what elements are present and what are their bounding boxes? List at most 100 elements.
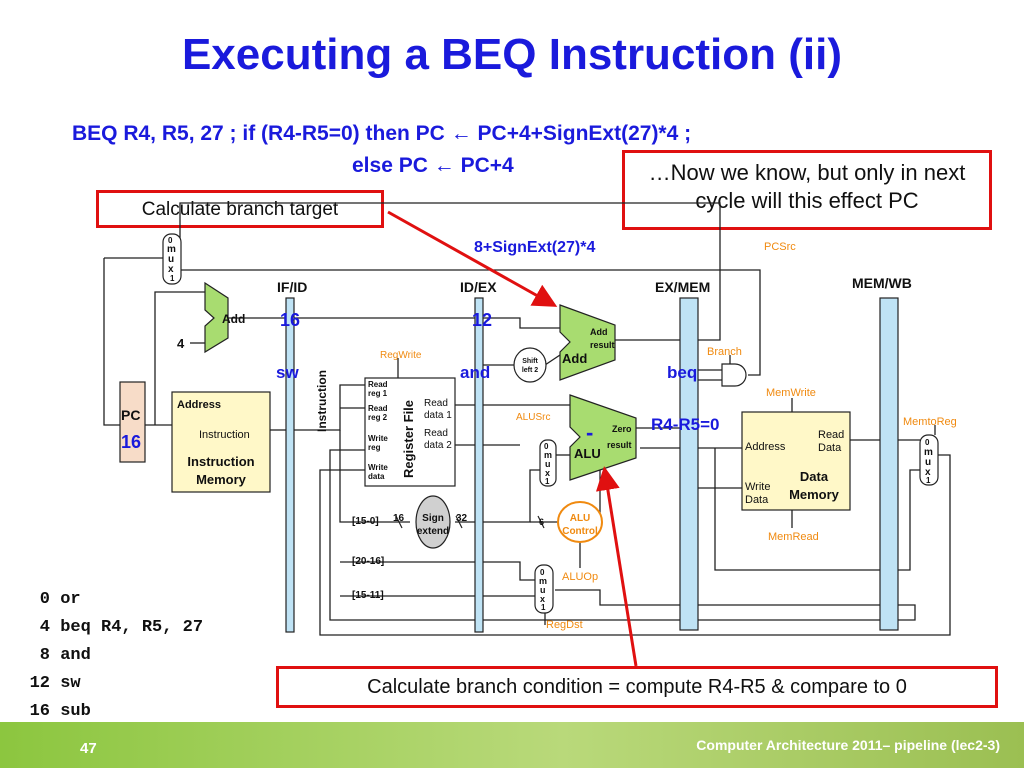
shift-label-line-2: left 2 (522, 367, 538, 374)
id-stage-instruction: and (460, 363, 490, 382)
mux-letter-u: u (168, 254, 174, 265)
sign-ext-label: 8+SignExt(27)*4 (474, 239, 595, 256)
constant-four: 4 (177, 336, 185, 351)
mux-letter-x: x (545, 468, 550, 478)
bus-width-16: 16 (393, 513, 405, 524)
callout-branch-condition: Calculate branch condition = compute R4-… (276, 666, 998, 708)
read-data1-line-2: data 1 (424, 410, 452, 421)
mux-input-1: 1 (541, 603, 546, 612)
read-reg1-line-1: Read (368, 380, 388, 389)
memtoreg-label: MemtoReg (903, 416, 957, 428)
page-title: Executing a BEQ Instruction (ii) (181, 30, 843, 79)
instruction-bus-label: Instruction (315, 370, 329, 432)
code-instruction: beq R4, R5, 27 (60, 618, 204, 637)
instruction-memory (171, 391, 271, 493)
aluop-label: ALUOp (562, 571, 598, 583)
mux-letter-x: x (925, 467, 931, 478)
code-address: 0 (39, 590, 50, 609)
alusrc-label: ALUSrc (516, 412, 550, 423)
code-address: 8 (39, 646, 50, 665)
code-instruction: and (60, 646, 91, 665)
pcsrc-label: PCSrc (764, 241, 796, 253)
read-data1-line-1: Read (424, 398, 448, 409)
pc-register (119, 381, 146, 463)
footer-bar (0, 722, 1024, 768)
instruction-line-1-right: PC+4+SignExt(27)*4 ; (477, 122, 692, 145)
id-ex-register (474, 297, 484, 633)
zero-label: Zero (612, 424, 632, 434)
code-address: 16 (29, 702, 50, 721)
instruction-line-2-right: PC+4 (460, 154, 514, 177)
dm-title-line-1: Data (800, 469, 829, 484)
if-id-register (285, 297, 295, 633)
list-item: 4 beq R4, R5, 27 (18, 618, 268, 646)
read-reg1-line-2: reg 1 (368, 389, 388, 398)
regdst-mux (534, 564, 554, 614)
branch-and-gate (721, 363, 747, 387)
alu-control (557, 501, 603, 543)
branch-label: Branch (707, 346, 742, 358)
instruction-line-2-left: else PC (352, 154, 428, 177)
list-item: 16 sub (18, 702, 268, 730)
if-id-label: IF/ID (277, 279, 307, 295)
pc-mux (162, 233, 182, 285)
bus-width-slashes (395, 515, 545, 529)
sign-extend-line-1: Sign (422, 513, 444, 524)
mux-letter-u: u (545, 459, 551, 469)
register-file (364, 377, 456, 487)
callout-next-cycle: …Now we know, but only in next cycle wil… (622, 150, 992, 230)
callout-branch-target: Calculate branch target (96, 190, 384, 228)
mux-input-0: 0 (925, 438, 930, 447)
code-instruction: sw (60, 674, 81, 693)
instruction-line-2: else PC ← PC+4 (352, 154, 514, 178)
mux-letter-m: m (167, 244, 176, 255)
alusrc-mux (539, 439, 557, 487)
mux-letter-m: m (544, 450, 552, 460)
mux-input-1: 1 (170, 274, 175, 283)
id-ex-label: ID/EX (460, 279, 497, 295)
branch-condition-arrow (595, 466, 638, 667)
pipeline-datapath-diagram: 8+SignExt(27)*4 PCSrc IF/ID ID/EX EX/MEM… (103, 202, 957, 667)
mux-input-1: 1 (926, 476, 931, 485)
mux-letter-x: x (168, 264, 174, 275)
dm-read-line-2: Data (818, 442, 842, 454)
bits-20-16-label: [20-16] (352, 556, 384, 567)
left-arrow-icon: ← (450, 122, 472, 145)
ex-mem-label: EX/MEM (655, 279, 710, 295)
mux-input-0: 0 (540, 568, 545, 577)
alu-label: ALU (574, 446, 601, 461)
mux-input-0: 0 (168, 236, 173, 245)
write-reg-line-2: reg (368, 443, 381, 452)
shift-left-2 (513, 347, 547, 383)
code-address: 12 (29, 674, 50, 693)
dm-write-line-1: Write (745, 481, 770, 493)
left-arrow-icon: ← (433, 154, 455, 177)
zero-condition-value: R4-R5=0 (651, 415, 720, 434)
im-title-line-2: Memory (196, 472, 247, 487)
mux-letter-m: m (924, 447, 933, 458)
mux-input-0: 0 (544, 442, 549, 451)
code-instruction: or (60, 590, 81, 609)
bits-15-11-label: [15-11] (352, 590, 384, 601)
if-id-value: 16 (280, 310, 300, 330)
shift-label-line-1: Shift (522, 358, 538, 365)
branch-adder-label: Add (562, 351, 587, 366)
mem-wb-label: MEM/WB (852, 275, 912, 291)
ex-stage-instruction: beq (667, 363, 697, 382)
im-title-line-1: Instruction (187, 454, 254, 469)
list-item: 12 sw (18, 674, 268, 702)
memread-label: MemRead (768, 531, 819, 543)
read-reg2-line-1: Read (368, 404, 388, 413)
footer-text: Computer Architecture 2011– pipeline (le… (696, 737, 1000, 753)
mux-letter-m: m (539, 576, 547, 586)
code-instruction: sub (60, 702, 91, 721)
code-listing: 0 or 4 beq R4, R5, 27 8 and 12 sw 16 sub (18, 590, 268, 730)
dm-write-line-2: Data (745, 494, 769, 506)
mux-letter-u: u (925, 457, 931, 468)
im-address-label: Address (177, 399, 221, 411)
data-memory (741, 411, 851, 511)
mux-letter-u: u (540, 585, 546, 595)
add-result-line-1: Add (590, 327, 608, 337)
id-ex-value: 12 (472, 310, 492, 330)
branch-target-arrow (387, 210, 558, 307)
